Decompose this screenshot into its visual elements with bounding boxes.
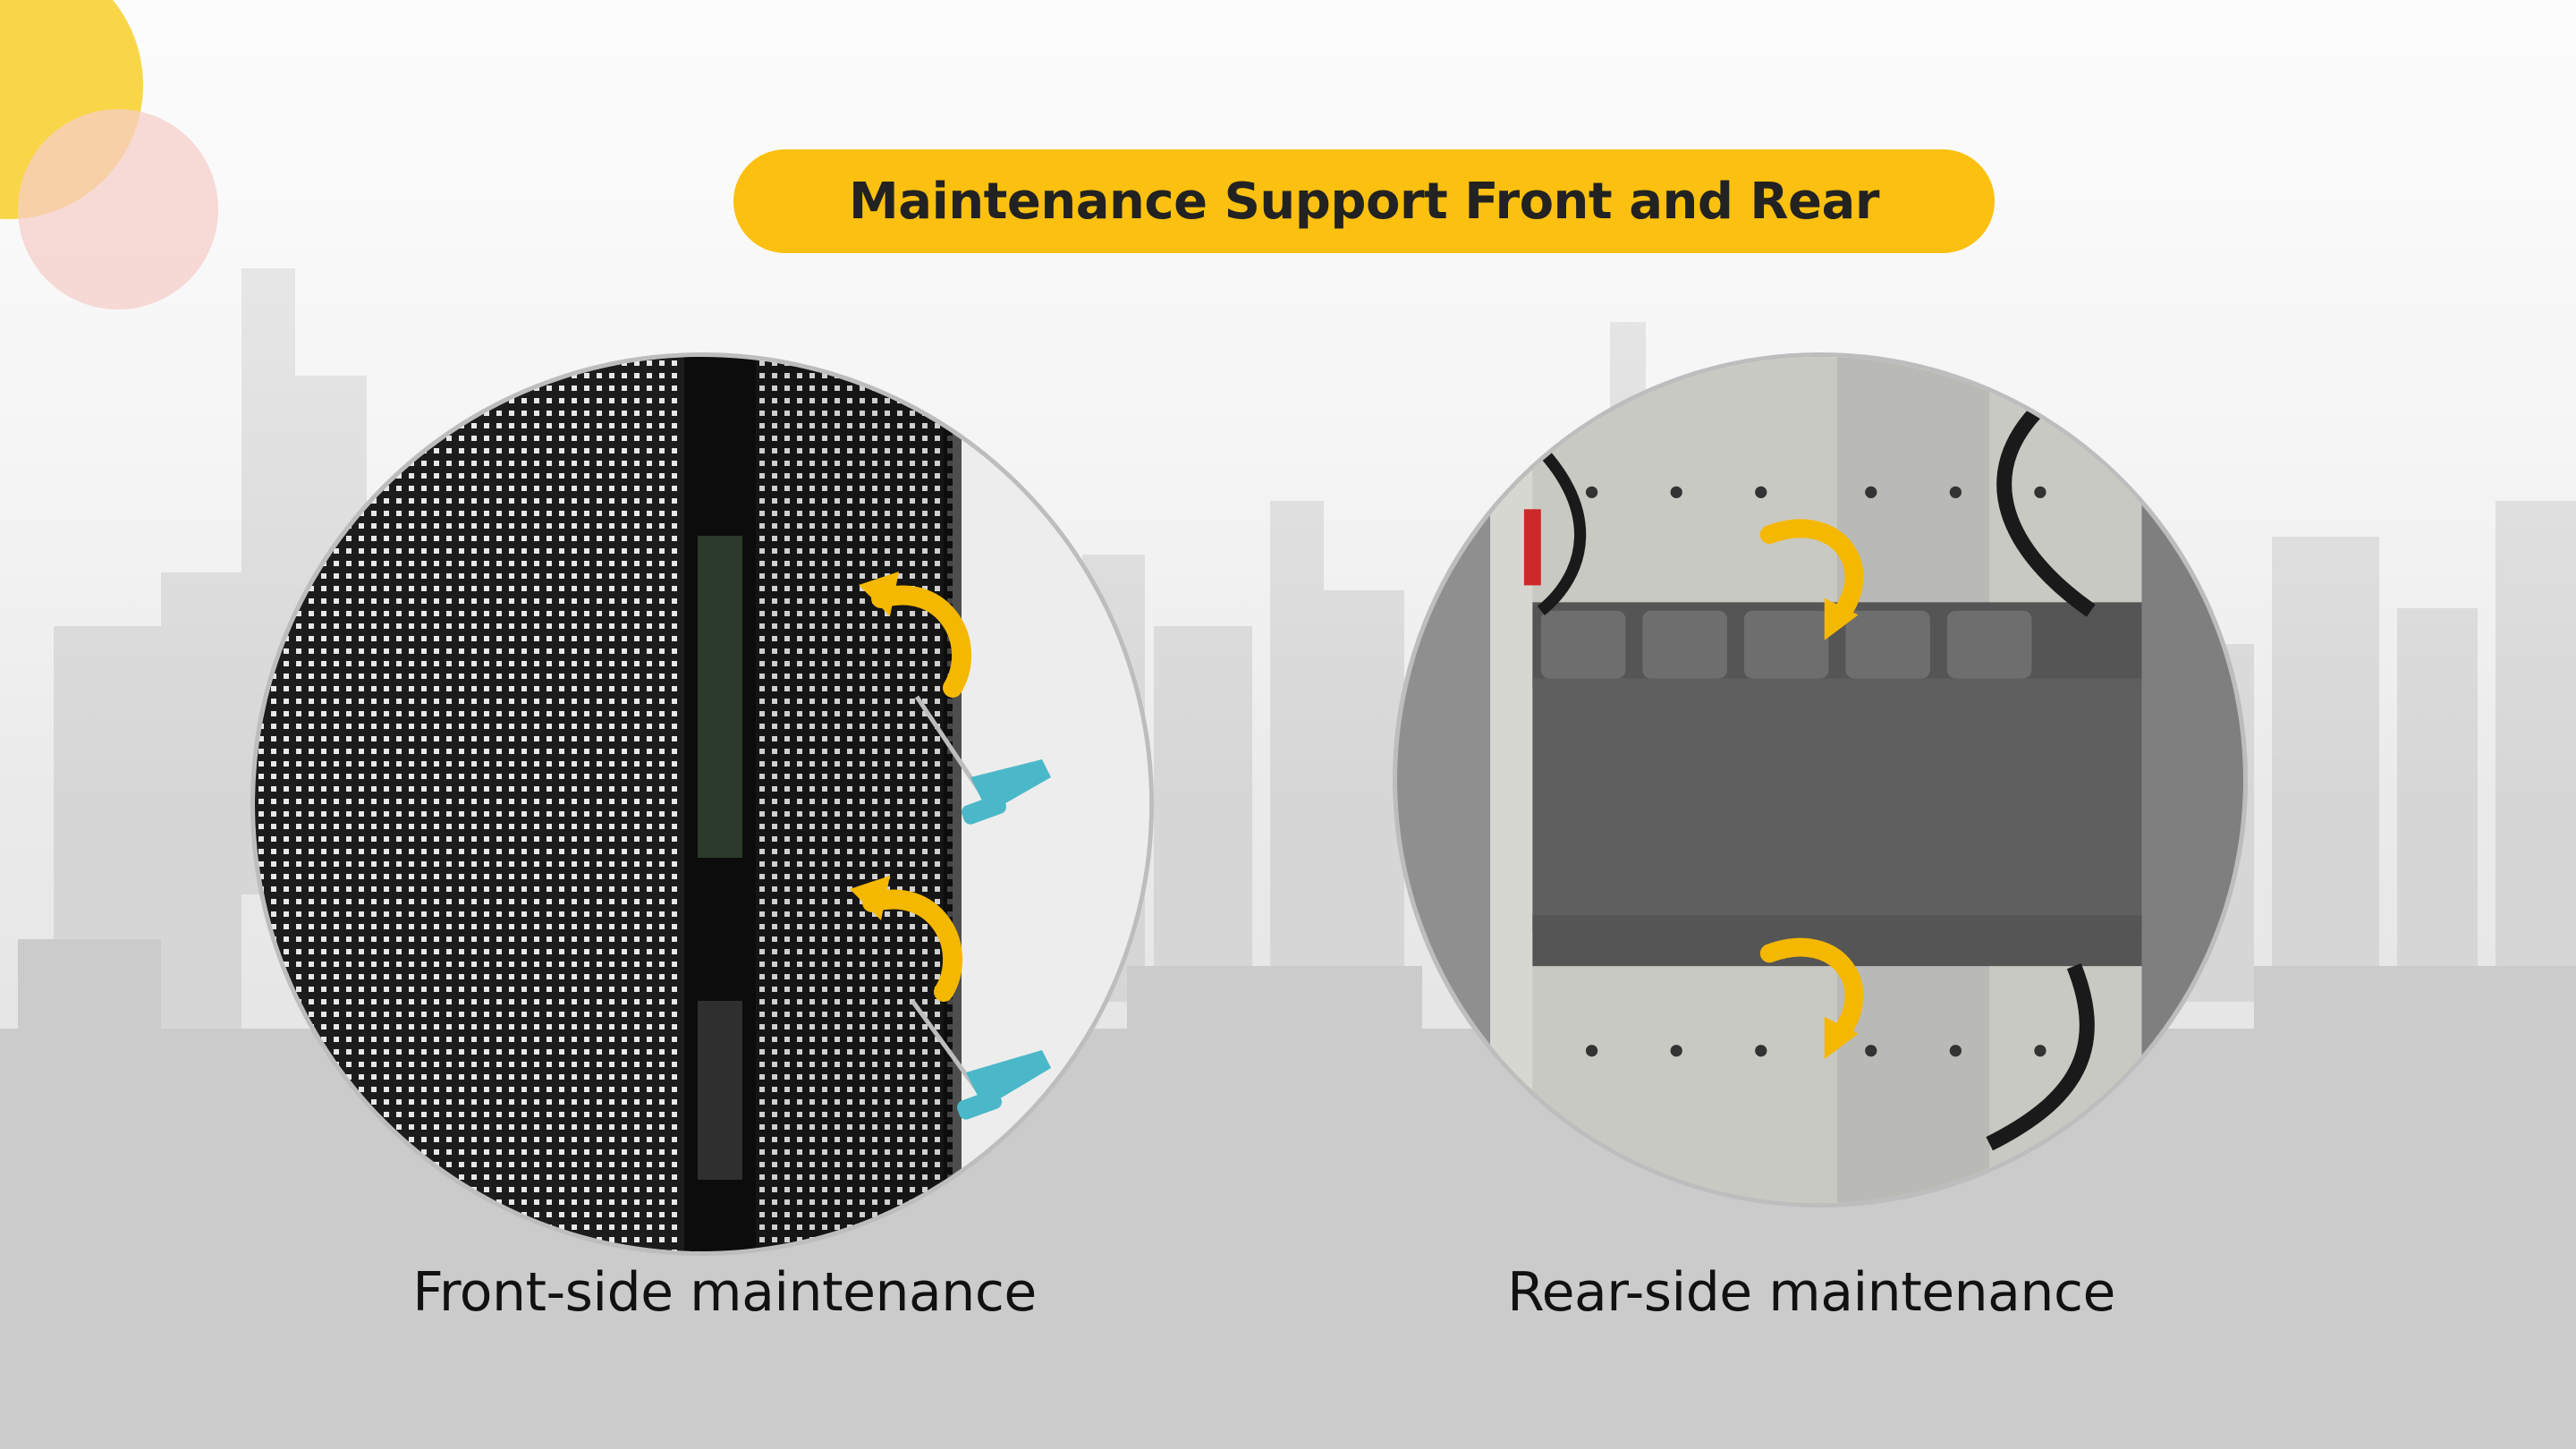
t-handle-tool-icon [914, 695, 1051, 825]
rotate-arrow-icon [850, 876, 962, 1002]
decor-circle-pink [18, 109, 218, 309]
rotate-arrow-icon [859, 572, 971, 698]
rear-caption: Rear-side maintenance [1507, 1261, 2115, 1324]
rear-maintenance-photo [1393, 352, 2248, 1208]
front-maintenance-photo [250, 352, 1154, 1256]
front-caption: Front-side maintenance [412, 1261, 1037, 1324]
rotate-arrow-icon [1759, 519, 1864, 640]
rotate-arrow-icon [1759, 937, 1864, 1060]
page-title: Maintenance Support Front and Rear [849, 172, 1879, 231]
title-banner: Maintenance Support Front and Rear [733, 149, 1995, 253]
t-handle-tool-icon [910, 999, 1051, 1120]
